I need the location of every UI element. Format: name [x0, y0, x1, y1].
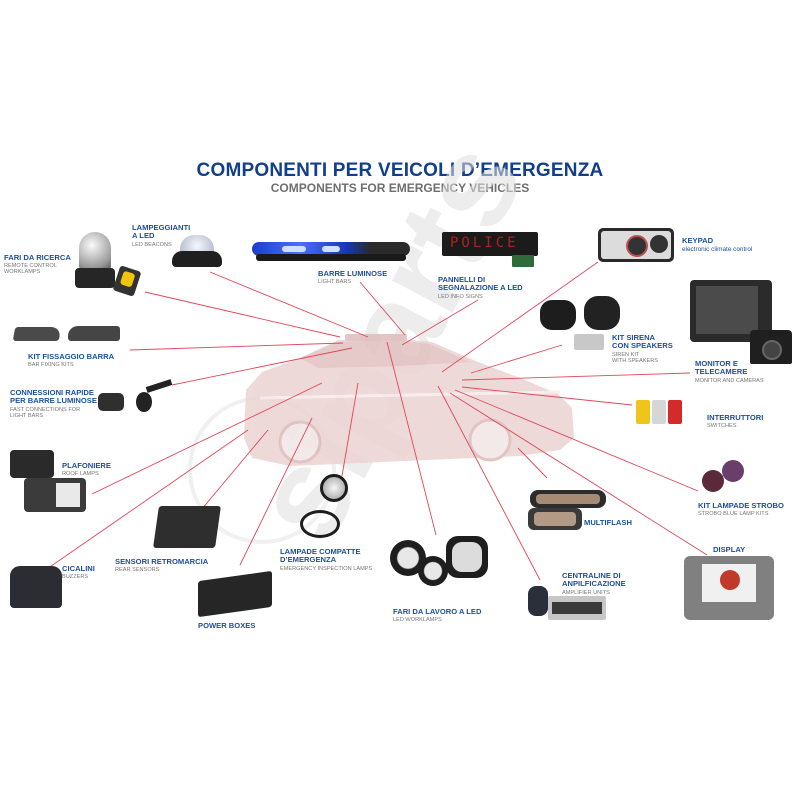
- search-lamp-image: [75, 232, 115, 292]
- label-kit-strobo: KIT LAMPADE STROBO STROBO BLUE LAMP KITS: [698, 501, 784, 518]
- multiflash-image-2: [528, 508, 582, 530]
- label-lampade-compatte: LAMPADE COMPATTE D’EMERGENZA EMERGENCY I…: [280, 547, 373, 572]
- display-image: [684, 556, 774, 620]
- keypad-image: [598, 228, 674, 262]
- label-barre-luminose: BARRE LUMINOSE LIGHT BARS: [318, 269, 388, 286]
- strobe-lamp-image-2: [722, 460, 744, 482]
- leader-lines: [43, 261, 708, 581]
- inspection-lamp-cable-image: [300, 510, 340, 538]
- bar-fixing-kit-image: [12, 327, 62, 341]
- label-pannelli: PANNELLI DI SEGNALAZIONE A LED LED INFO …: [438, 275, 523, 300]
- microphone-image: [528, 586, 548, 616]
- roof-lamp-image-2: [24, 478, 86, 512]
- multiflash-image: [530, 490, 606, 508]
- switch-yellow-image: [636, 400, 650, 424]
- buzzer-image: [10, 566, 62, 608]
- label-fari-lavoro: FARI DA LAVORO A LED LED WORKLAMPS: [393, 607, 482, 624]
- label-kit-fissaggio: KIT FISSAGGIO BARRA BAR FIXING KITS: [28, 352, 115, 369]
- led-info-sign-image: POLICE: [442, 232, 538, 256]
- fast-connector-image: [98, 393, 124, 411]
- label-connessioni: CONNESSIONI RAPIDE PER BARRE LUMINOSE FA…: [10, 388, 97, 419]
- label-interruttori: INTERRUTTORI SWITCHES: [707, 413, 764, 430]
- label-centraline: CENTRALINE DI ANPILFICAZIONE AMPLIFIER U…: [562, 571, 626, 596]
- led-sign-controller-image: [512, 255, 534, 267]
- label-plafoniere: PLAFONIERE ROOF LAMPS: [62, 461, 111, 478]
- light-bar-image: [252, 238, 410, 264]
- worklamp-image-3: [446, 536, 488, 578]
- label-cicalini: CICALINI BUZZERS: [62, 564, 95, 581]
- label-fari-da-ricerca: FARI DA RICERCA REMOTE CONTROL WORKLAMPS: [4, 253, 71, 276]
- switch-red-image: [668, 400, 682, 424]
- siren-amplifier-image: [574, 334, 604, 350]
- label-keypad: KEYPAD electronic climate control: [682, 236, 753, 254]
- page-subtitle: COMPONENTS FOR EMERGENCY VEHICLES: [270, 181, 530, 195]
- label-kit-sirena: KIT SIRENA CON SPEAKERS SIREN KIT WITH S…: [612, 333, 673, 364]
- siren-speaker-image: [540, 300, 576, 330]
- camera-image: [750, 330, 792, 364]
- led-beacon-image: [172, 235, 222, 269]
- switch-white-image: [652, 400, 666, 424]
- roof-lamp-image: [10, 450, 54, 478]
- strobe-lamp-image: [702, 470, 724, 492]
- amplifier-unit-image: [548, 596, 606, 620]
- emergency-car-illustration: [244, 334, 574, 466]
- worklamp-image-2: [418, 556, 448, 586]
- led-sign-text: POLICE: [450, 235, 519, 251]
- label-power-boxes: POWER BOXES: [198, 621, 256, 630]
- label-multiflash: MULTIFLASH: [584, 518, 632, 527]
- label-sensori: SENSORI RETROMARCIA REAR SENSORS: [115, 557, 209, 574]
- inspection-lamp-image: [320, 474, 348, 502]
- label-monitor: MONITOR E TELECAMERE MONITOR AND CAMERAS: [695, 359, 764, 384]
- rear-sensor-unit-image: [153, 506, 221, 548]
- fast-connector-plug-image: [136, 392, 152, 412]
- siren-speaker-image-2: [584, 296, 620, 330]
- label-lampeggianti: LAMPEGGIANTI A LED LED BEACONS: [132, 223, 191, 248]
- page-title: COMPONENTI PER VEICOLI D’EMERGENZA: [196, 160, 604, 181]
- label-display: DISPLAY: [713, 545, 746, 554]
- bar-fixing-kit-image-2: [68, 326, 120, 341]
